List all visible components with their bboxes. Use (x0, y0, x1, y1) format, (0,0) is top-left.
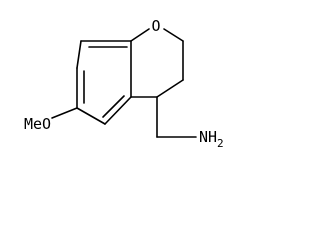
ring-oxygen-label: O (151, 17, 160, 35)
pyran-ring (130, 28, 184, 98)
benzene-ring (76, 40, 132, 125)
chemical-structure-diagram: O MeO NH 2 (24, 17, 224, 150)
bond-c4a-c5 (104, 96, 132, 125)
amine-label: NH (199, 128, 217, 146)
bond-c3-c4 (156, 79, 184, 98)
aminomethyl-chain (156, 96, 197, 138)
bond-c8a-o1 (130, 28, 150, 42)
bond-c7-c8 (76, 40, 82, 69)
amine-subscript: 2 (217, 137, 224, 150)
double-bond-c4a-c5 (102, 95, 125, 118)
bond-c5-c6 (76, 107, 106, 125)
bond-c6-methoxy (51, 107, 78, 119)
methoxy-label: MeO (24, 115, 51, 133)
bond-o1-c2 (163, 28, 184, 42)
